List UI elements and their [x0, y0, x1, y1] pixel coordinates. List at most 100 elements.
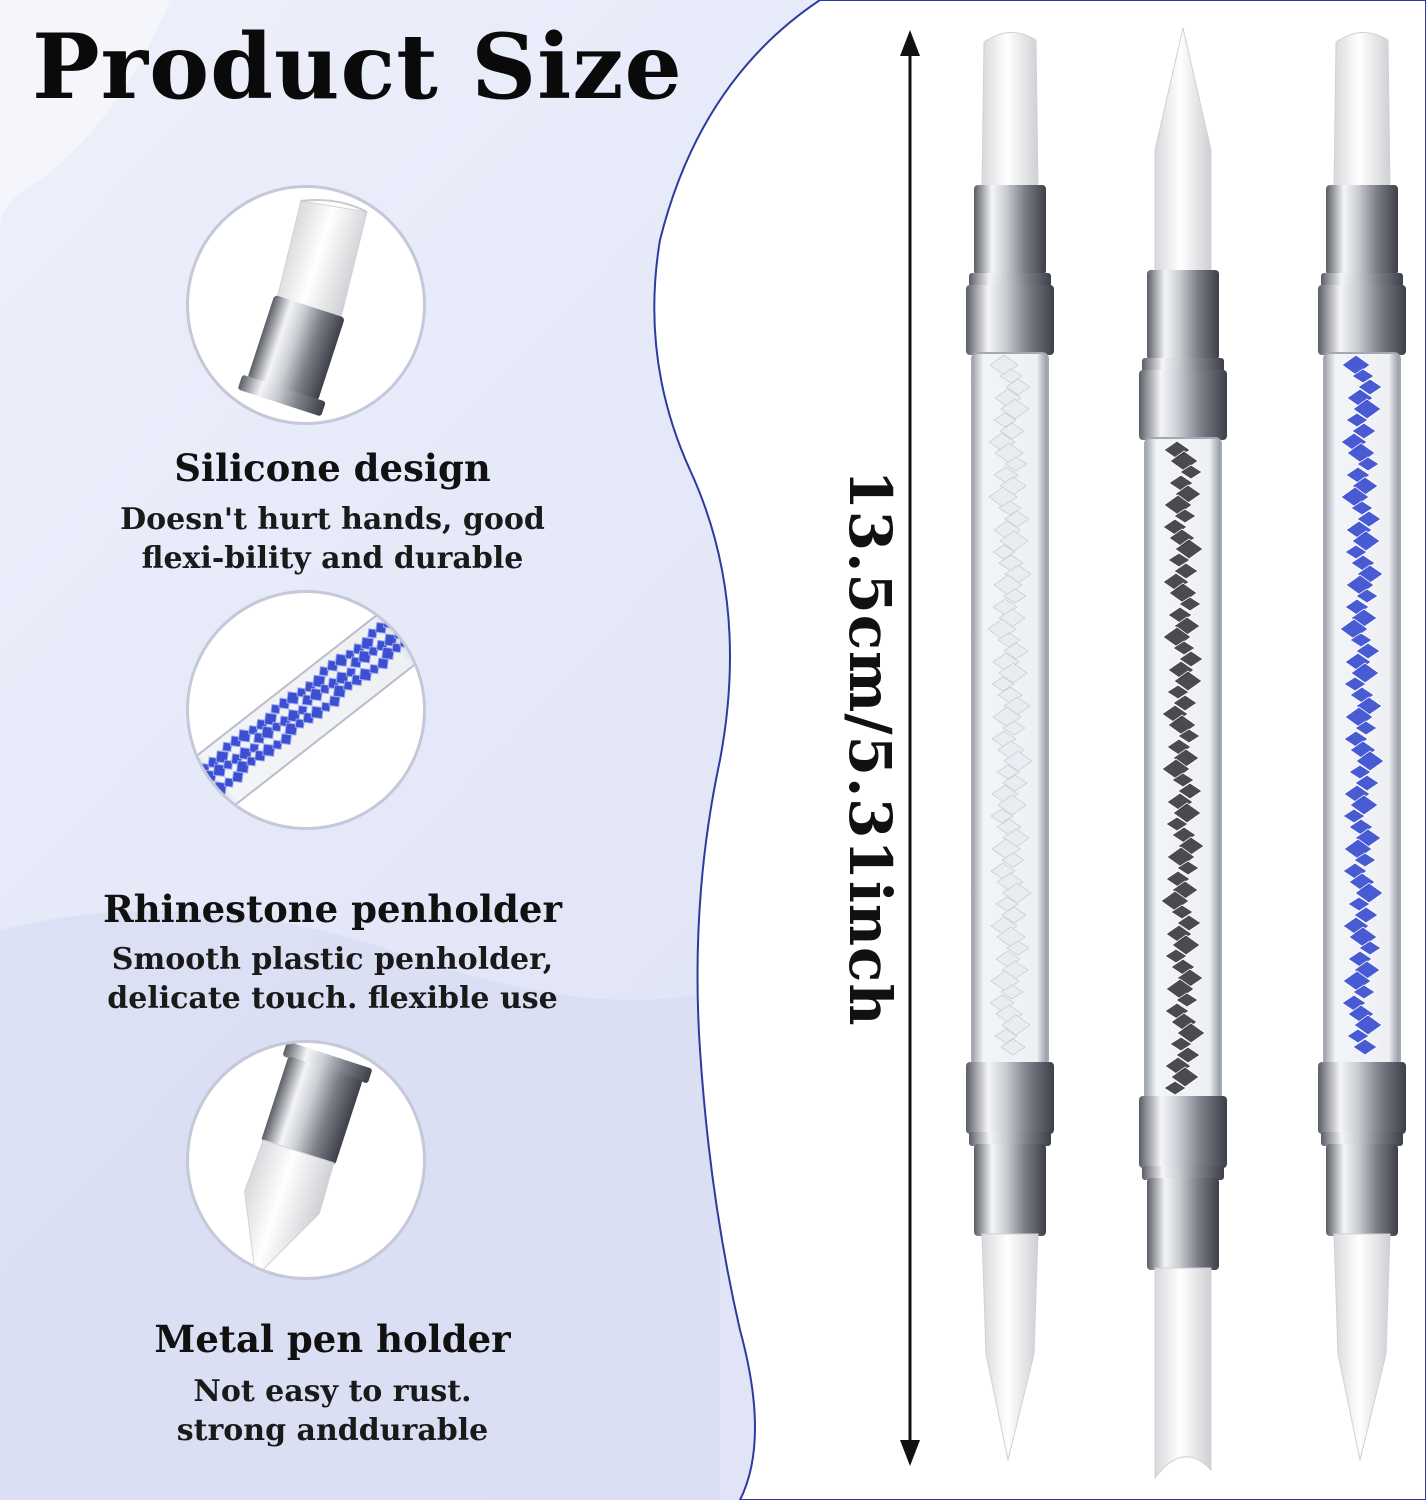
rhinestone [1003, 588, 1027, 604]
rhinestone [1004, 510, 1030, 528]
rhinestone [1173, 508, 1197, 524]
rhinestone [261, 725, 275, 740]
rhinestone [1001, 906, 1027, 924]
rhinestone [1171, 772, 1195, 788]
rhinestone [237, 729, 252, 743]
desc-line: Not easy to rust. [193, 1374, 472, 1409]
feature-heading-rhinestone: Rhinestone penholder [103, 887, 562, 931]
rhinestone [358, 667, 373, 682]
rhinestone [994, 1028, 1018, 1044]
metal-ferrule [1147, 270, 1219, 360]
rhinestone [294, 718, 305, 729]
rhinestone [1351, 422, 1377, 440]
metal-ferrule [1326, 185, 1398, 275]
feature-heading-silicone: Silicone design [174, 446, 491, 490]
rhinestone [1165, 816, 1189, 832]
metal-holder-closeup [186, 1040, 426, 1280]
rhinestone [271, 721, 282, 733]
rhinestone [998, 500, 1022, 516]
metal-collar [1139, 1096, 1227, 1168]
rhinestone [1347, 896, 1371, 912]
rhinestone [1346, 1028, 1370, 1044]
rhinestone [221, 741, 233, 753]
rhinestone [1349, 632, 1373, 648]
rhinestone [996, 764, 1020, 780]
rhinestone [236, 760, 250, 774]
metal-ring [1321, 1132, 1403, 1146]
rhinestone [286, 691, 300, 705]
metal-ring [969, 273, 1051, 287]
rhinestone [991, 676, 1015, 692]
desc-line: Smooth plastic penholder, [111, 942, 554, 977]
rhinestone [1172, 640, 1196, 656]
rhinestone [1354, 774, 1380, 792]
silicone-tip-pointed [1154, 27, 1212, 281]
rhinestone [1004, 456, 1028, 472]
silicone-tip-flat [981, 32, 1039, 191]
rhinestone [1172, 694, 1198, 712]
metal-ferrule [974, 185, 1046, 275]
rhinestone [1348, 764, 1372, 780]
rhinestone [1170, 904, 1194, 920]
rhinestone [1164, 948, 1188, 964]
metal-ring [1142, 1166, 1224, 1180]
rhinestone [1177, 728, 1201, 744]
rhinestone [1343, 676, 1367, 692]
rhinestone [1000, 1038, 1026, 1056]
rhinestone [310, 705, 324, 720]
rhinestone [1355, 642, 1381, 660]
rhinestone [1354, 720, 1378, 736]
rhinestone [1163, 1080, 1187, 1096]
rhinestone [1176, 914, 1202, 932]
rhinestone [222, 759, 234, 770]
rhinestone [1000, 984, 1024, 1000]
rhinestone [1175, 1046, 1201, 1064]
rhinestone [993, 412, 1017, 428]
rhinestone [1179, 464, 1203, 480]
rhinestone [1351, 368, 1375, 384]
rhinestone [318, 666, 330, 677]
rhinestone [1350, 500, 1374, 516]
silicone-tip-closeup [186, 185, 426, 425]
feature-desc-metal: Not easy to rust. strong anddurable [0, 1372, 665, 1450]
rhinestone [1356, 456, 1380, 472]
page-title: Product Size [32, 14, 683, 120]
silicone-tip-pointed [1333, 1233, 1391, 1461]
metal-collar [1139, 370, 1227, 440]
rhinestone [1166, 684, 1190, 700]
rhinestone [1176, 860, 1200, 876]
rhinestone [1356, 510, 1382, 528]
desc-line: strong anddurable [176, 1413, 489, 1448]
rhinestone [1353, 906, 1379, 924]
rhinestone [270, 703, 281, 715]
rhinestone [357, 650, 372, 664]
rhinestone [223, 777, 235, 788]
rhinestone [995, 896, 1019, 912]
rhinestone [1353, 852, 1377, 868]
silicone-tip-pointed [981, 1233, 1039, 1461]
rhinestone [1355, 588, 1379, 604]
rhinestone [1173, 562, 1199, 580]
rhinestone [1344, 544, 1368, 560]
feature-desc-silicone: Doesn't hurt hands, good flexi-bility an… [0, 500, 665, 578]
rhinestone [1178, 650, 1204, 668]
silicone-tip-flat [1333, 32, 1391, 191]
rhinestone [334, 653, 348, 667]
rhinestone [1003, 642, 1029, 660]
rhinestone [1006, 940, 1030, 956]
metal-ferrule [974, 1144, 1046, 1236]
metal-collar [1318, 1062, 1406, 1134]
metal-ring [1321, 273, 1403, 287]
rhinestone [343, 680, 354, 691]
rhinestone [1358, 940, 1382, 956]
metal-ring [1142, 358, 1224, 372]
metal-collar [1318, 285, 1406, 355]
rhinestone [1357, 378, 1383, 396]
rhinestone [272, 739, 283, 750]
rhinestone [999, 368, 1023, 384]
rhinestone [368, 646, 379, 657]
desc-line: Doesn't hurt hands, good [120, 502, 545, 537]
rhinestone [990, 808, 1014, 824]
